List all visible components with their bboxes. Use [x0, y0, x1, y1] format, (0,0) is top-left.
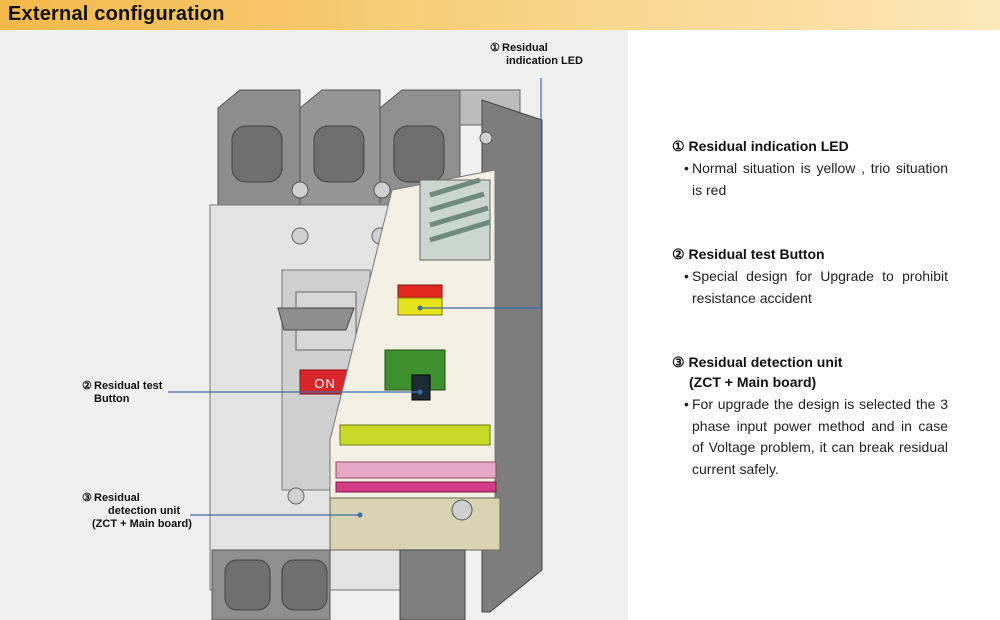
- callout-3-line-1: Residual: [94, 492, 140, 504]
- callout-3-number: ③: [82, 492, 92, 504]
- description-2-title-row: ② Residual test Button: [672, 244, 948, 264]
- toggle-handle: [277, 307, 355, 331]
- description-3: ③ Residual detection unit (ZCT + Main bo…: [672, 352, 948, 480]
- description-3-number: ③: [672, 354, 685, 370]
- callout-2-line-2: Button: [94, 393, 130, 405]
- on-badge: [299, 369, 351, 395]
- description-2-number: ②: [672, 246, 685, 262]
- description-1-body: •Normal situation is yellow , trio situa…: [684, 160, 948, 198]
- callout-1-number: ①: [490, 42, 500, 54]
- description-2: ② Residual test Button •Special design f…: [672, 244, 948, 309]
- description-3-title-row: ③ Residual detection unit: [672, 352, 948, 372]
- description-1-title: Residual indication LED: [688, 138, 849, 154]
- description-3-subtitle: (ZCT + Main board): [689, 374, 817, 390]
- breaker-illustration: [168, 78, 543, 620]
- section-header: External configuration: [0, 0, 1000, 30]
- leader-line-1: [420, 78, 542, 309]
- callout-2-line-1: Residual test: [94, 380, 163, 392]
- callout-1-line-1: Residual: [502, 42, 548, 54]
- callout-3-line-2: detection unit: [108, 505, 181, 517]
- description-3-title: Residual detection unit: [688, 354, 843, 370]
- callout-3-line-3: (ZCT + Main board): [92, 518, 192, 530]
- description-2-body: •Special design for Upgrade to prohibit …: [684, 268, 948, 306]
- description-2-title: Residual test Button: [688, 246, 825, 262]
- section-title: External configuration: [8, 3, 225, 25]
- callout-1-line-2: indication LED: [506, 55, 583, 67]
- residual-test-button: [411, 374, 431, 401]
- description-3-body: •For upgrade the design is selected the …: [684, 396, 948, 477]
- callout-2-number: ②: [82, 380, 92, 392]
- description-1-number: ①: [672, 138, 685, 154]
- description-1-title-row: ① Residual indication LED: [672, 136, 948, 156]
- on-label: ON: [314, 376, 336, 391]
- zct-unit: [329, 497, 501, 551]
- description-1: ① Residual indication LED •Normal situat…: [672, 136, 948, 201]
